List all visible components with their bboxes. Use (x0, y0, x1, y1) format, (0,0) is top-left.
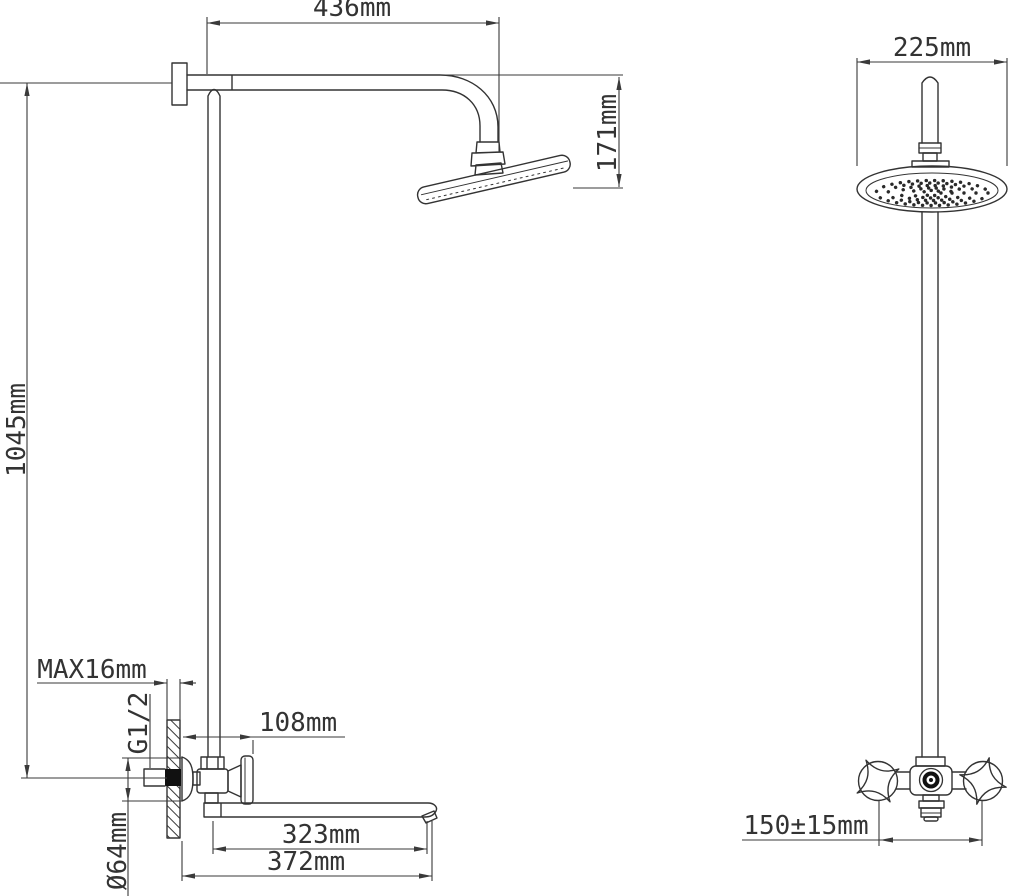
supply-pipe-through-wall (165, 769, 181, 786)
side-view (143, 62, 571, 839)
dim-label-arm-reach: 436mm (313, 0, 391, 23)
shower-head-front-face (865, 172, 999, 209)
spout-front-foreshortened (918, 794, 945, 822)
diverter-knob (240, 755, 254, 805)
tub-spout-lip (421, 810, 438, 824)
dim-label-spout-length: 323mm (282, 820, 360, 850)
escutcheon-flange (181, 756, 194, 802)
ext-lines-head-diameter (856, 58, 1008, 166)
ext-lines-inlet-spacing (742, 800, 983, 846)
dim-label-head-drop: 171mm (593, 94, 623, 172)
side-view-dimensions: 436mm 171mm 1045mm MAX16mm G1/2 108mm Ø6… (0, 0, 623, 896)
shower-head-side-body (416, 154, 571, 205)
tub-spout (203, 802, 438, 818)
ext-lines-wall-thickness (166, 679, 181, 721)
ext-lines-arm-reach (206, 17, 500, 152)
front-arm-pipe (921, 76, 939, 144)
front-arm-waist (922, 152, 938, 162)
dim-label-wall-thickness: MAX16mm (37, 655, 147, 685)
ext-lines-flange-diameter (122, 757, 182, 896)
shower-arm (186, 74, 499, 143)
mixer-valve-side-stem (204, 792, 219, 804)
front-view-dimensions: 225mm 150±15mm (742, 33, 1008, 846)
riser-pipe (207, 88, 221, 758)
dim-label-flange-diameter: Ø64mm (103, 812, 133, 890)
dim-label-inlet-spacing: 150±15mm (743, 811, 868, 841)
shower-head-side (416, 154, 571, 205)
ext-lines-spout-overall (181, 821, 433, 881)
mixer-valve-side-nut (200, 756, 225, 770)
ext-lines-spout-length (212, 821, 428, 854)
wall-bracket (171, 62, 188, 106)
ext-lines-head-drop (440, 74, 623, 189)
ext-lines-valve-depth (252, 736, 345, 754)
front-head-mount-flange (911, 160, 950, 168)
shower-head-front-rim (856, 165, 1008, 213)
shower-head-front-nozzles (874, 178, 990, 208)
dim-label-thread-size: G1/2 (124, 692, 154, 755)
riser-pipe-front (921, 211, 939, 758)
front-view (856, 76, 1008, 822)
cross-handle-left (856, 759, 900, 803)
cross-handle-right (959, 757, 1007, 805)
shower-head-side-seam (420, 160, 569, 196)
dim-label-spout-overall: 372mm (267, 847, 345, 877)
mixer-front-tee (915, 756, 946, 767)
diverter-cone (227, 764, 242, 798)
dim-label-column-height: 1045mm (2, 383, 32, 477)
mixer-front-arms (895, 771, 967, 790)
mixer-valve-side-body (196, 768, 229, 794)
arm-head-joint (470, 141, 506, 176)
ext-lines-column-height (0, 82, 172, 779)
dim-label-valve-depth: 108mm (259, 708, 337, 738)
diverter-boss-front (918, 767, 944, 793)
shower-head-side-nozzles (426, 167, 566, 201)
dim-label-head-diameter: 225mm (893, 33, 971, 63)
